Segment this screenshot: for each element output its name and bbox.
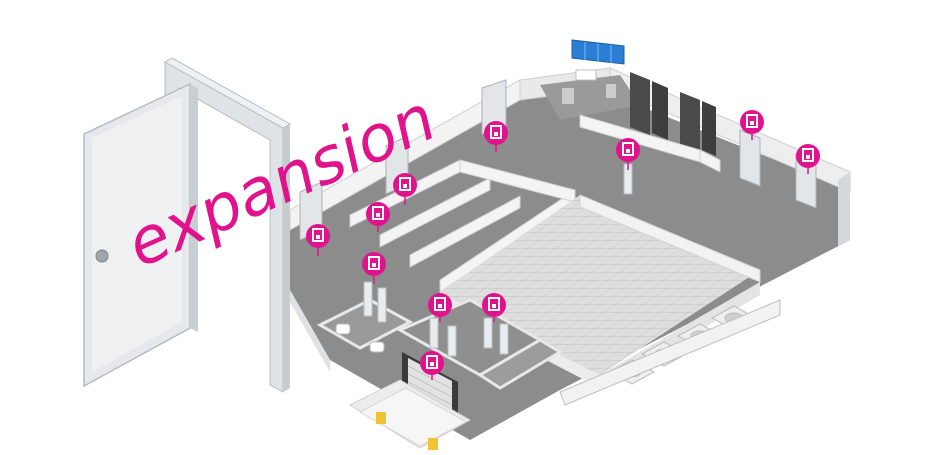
- hvac-units: [559, 299, 781, 406]
- door-access-marker-icon: [484, 121, 508, 145]
- front-wall-left: [290, 290, 330, 372]
- turnstiles: [363, 163, 633, 357]
- door-access-marker-icon: [306, 224, 330, 248]
- server-racks: [630, 72, 716, 156]
- door-access-marker-icon: [362, 252, 386, 276]
- turnstile-icon: [429, 317, 439, 349]
- door-access-marker-icon: [482, 293, 506, 317]
- bollard-icon: [376, 412, 386, 424]
- open-door-icon: [481, 79, 507, 135]
- open-door-icon: [83, 57, 292, 393]
- door-access-marker-icon: [616, 138, 640, 162]
- control-room: [540, 39, 640, 120]
- entrance-steps: [348, 379, 472, 450]
- door-knob-icon: [95, 249, 109, 263]
- side-wall-right: [838, 172, 850, 246]
- door-access-marker-icon: [796, 144, 820, 168]
- turnstile-icon: [447, 325, 457, 357]
- bollard-icon: [428, 438, 438, 450]
- access-markers: [306, 110, 820, 380]
- turnstile-icon: [363, 281, 373, 317]
- turnstile-icon: [377, 287, 387, 323]
- turnstile-icon: [483, 317, 493, 349]
- marker-stems: [317, 134, 809, 380]
- restrooms: [316, 298, 414, 353]
- turnstile-icon: [499, 323, 509, 355]
- door-access-marker-icon: [740, 110, 764, 134]
- entrance-gate: [402, 352, 458, 420]
- door-access-marker-icon: [393, 173, 417, 197]
- door-access-marker-icon: [420, 351, 444, 375]
- open-door-icon: [739, 129, 761, 187]
- door-access-marker-icon: [428, 293, 452, 317]
- door-access-marker-icon: [366, 202, 390, 226]
